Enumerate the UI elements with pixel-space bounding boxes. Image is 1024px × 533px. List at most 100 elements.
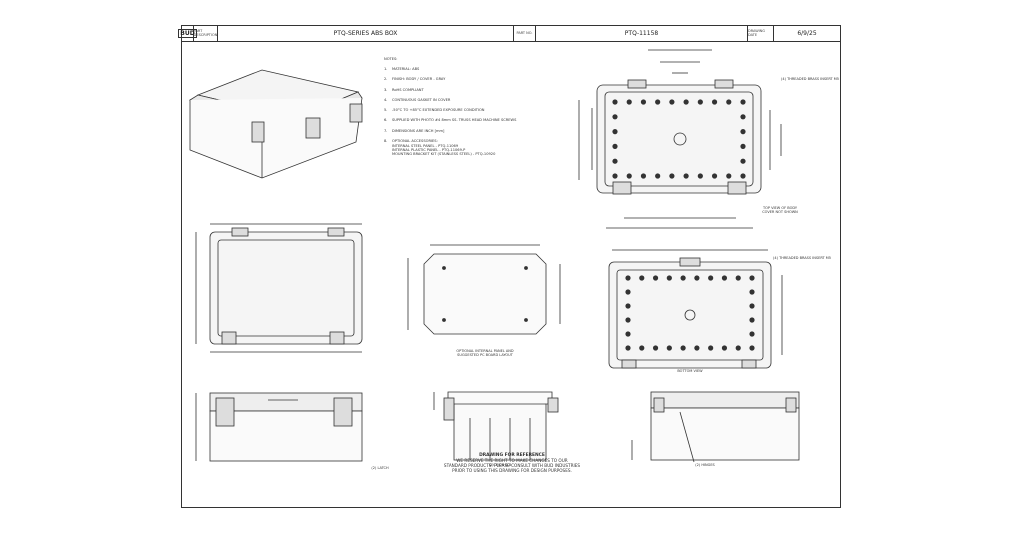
boss-hole (708, 275, 714, 281)
boss-hole (625, 317, 631, 323)
boss-hole (666, 345, 672, 351)
boss-hole (612, 114, 618, 120)
drawing-sheet: BUD PART DESCRIPTION PTQ-SERIES ABS BOX … (178, 25, 841, 508)
boss-hole (726, 99, 732, 105)
note-text: FINISH: BODY / COVER - GRAY (392, 77, 446, 82)
boss-hole (697, 99, 703, 105)
note-number: 7. (384, 128, 388, 133)
note-number: 1. (384, 67, 388, 71)
boss-hole (669, 173, 675, 179)
boss-hole (711, 99, 718, 105)
boss-hole (652, 275, 659, 281)
note-text: OPTIONAL ACCESSORIES: (392, 139, 438, 144)
boss-hole (655, 99, 661, 105)
reference-line-2: STANDARD PRODUCTS. PLEASE CONSULT WITH B… (443, 463, 581, 468)
boss-hole (612, 129, 618, 135)
boss-hole (680, 345, 686, 351)
boss-hole (697, 173, 703, 179)
thread-insert-note: (4) THREADED BRASS INSERT M5 (781, 77, 839, 81)
reference-heading: DRAWING FOR REFERENCE (479, 453, 545, 458)
note-text: DIMENSIONS ARE INCH [mm] (392, 128, 445, 133)
boss-hole (735, 345, 741, 351)
part-desc-label: PART DESCRIPTION (194, 26, 218, 41)
end-view (631, 391, 800, 463)
note-number: 4. (384, 97, 388, 102)
top-view-body (578, 49, 782, 229)
boss-hole (639, 275, 645, 281)
boss-hole (740, 143, 746, 149)
drawing-date-label: DRAWING DATE (748, 26, 774, 41)
bottom-view-holes (625, 275, 755, 351)
note-item: 4. CONTINUOUS GASKET IN COVER (384, 98, 516, 102)
boss-hole (625, 275, 631, 281)
boss-hole (694, 275, 700, 281)
boss-hole (626, 99, 632, 105)
note-item: 3.RoHS COMPLIANT (384, 88, 516, 92)
note-item: 1. MATERIAL: ABS (384, 67, 516, 71)
boss-hole (749, 289, 755, 295)
bottom-view (608, 249, 783, 369)
section-label: SECTION B-B (488, 463, 512, 467)
title-block: BUD PART DESCRIPTION PTQ-SERIES ABS BOX … (178, 26, 840, 42)
boss-hole (749, 317, 755, 323)
boss-hole (680, 275, 686, 281)
boss-hole (740, 129, 746, 135)
boss-hole (625, 289, 631, 295)
note-item: 2. FINISH: BODY / COVER - GRAY (384, 77, 516, 81)
boss-hole (639, 345, 645, 351)
top-view-holes (612, 99, 746, 179)
note-text: MATERIAL: ABS (392, 67, 420, 71)
note-number: 8. (384, 139, 388, 144)
boss-hole (740, 114, 746, 120)
notes-block: NOTES: 1. MATERIAL: ABS 2. FINISH: BODY / C… (384, 57, 516, 156)
note-text: RoHS COMPLIANT (392, 87, 424, 92)
front-view (195, 223, 363, 353)
boss-hole (652, 345, 659, 351)
notes-list: 1. MATERIAL: ABS 2. FINISH: BODY / COVER - … (384, 67, 516, 143)
boss-hole (749, 303, 755, 309)
boss-hole (721, 275, 728, 281)
note-item: 5.-50°C TO +85°C EXTENDED EXPOSURE CONDI… (384, 108, 516, 112)
side-view (195, 392, 363, 462)
latch-label: (2) LATCH (371, 466, 389, 470)
note-item: 8. OPTIONAL ACCESSORIES: (384, 139, 516, 143)
section-view (433, 391, 559, 461)
boss-hole (721, 345, 728, 351)
boss-hole (612, 143, 618, 149)
boss-hole (708, 345, 714, 351)
boss-hole (740, 173, 746, 179)
notes-accessories: INTERNAL STEEL PANEL - PTQ-11069 INTERNA… (392, 144, 496, 157)
drawing-date: 6/9/25 (797, 30, 817, 37)
boss-hole (735, 275, 741, 281)
logo: BUD (178, 26, 197, 41)
hinge-label: (2) HINGES (695, 463, 715, 467)
boss-hole (612, 158, 618, 164)
part-number: PTQ-11158 (536, 26, 748, 41)
boss-hole (683, 173, 689, 179)
note-number: 6. (384, 118, 388, 123)
boss-hole (749, 345, 755, 351)
note-text: -50°C TO +85°C EXTENDED EXPOSURE CONDITI… (392, 108, 485, 113)
boss-hole (640, 173, 647, 179)
note-item: 7. DIMENSIONS ARE INCH [mm] (384, 129, 516, 133)
boss-hole (666, 275, 672, 281)
boss-hole (669, 99, 675, 105)
boss-hole (640, 99, 647, 105)
reference-line-1: WE RESERVE THE RIGHT TO MAKE CHANGES TO … (456, 458, 568, 463)
note-text: CONTINUOUS GASKET IN COVER (392, 97, 451, 102)
reference-line-3: PRIOR TO USING THIS DRAWING FOR DESIGN P… (452, 468, 572, 473)
notes-heading: NOTES: (384, 57, 398, 61)
boss-hole (612, 99, 618, 105)
part-description: PTQ-SERIES ABS BOX (218, 26, 514, 41)
bottom-view-label: BOTTOM VIEW (677, 369, 703, 373)
reference-note: DRAWING FOR REFERENCE WE RESERVE THE RIG… (0, 452, 1024, 473)
boss-hole (655, 173, 661, 179)
boss-hole (612, 173, 618, 179)
boss-hole (694, 345, 700, 351)
note-number: 2. (384, 77, 388, 82)
boss-hole (726, 173, 732, 179)
boss-hole (625, 345, 631, 351)
isometric-view (188, 69, 363, 179)
board-layout-label: OPTIONAL INTERNAL PANEL AND SUGGESTED PC… (456, 349, 514, 357)
